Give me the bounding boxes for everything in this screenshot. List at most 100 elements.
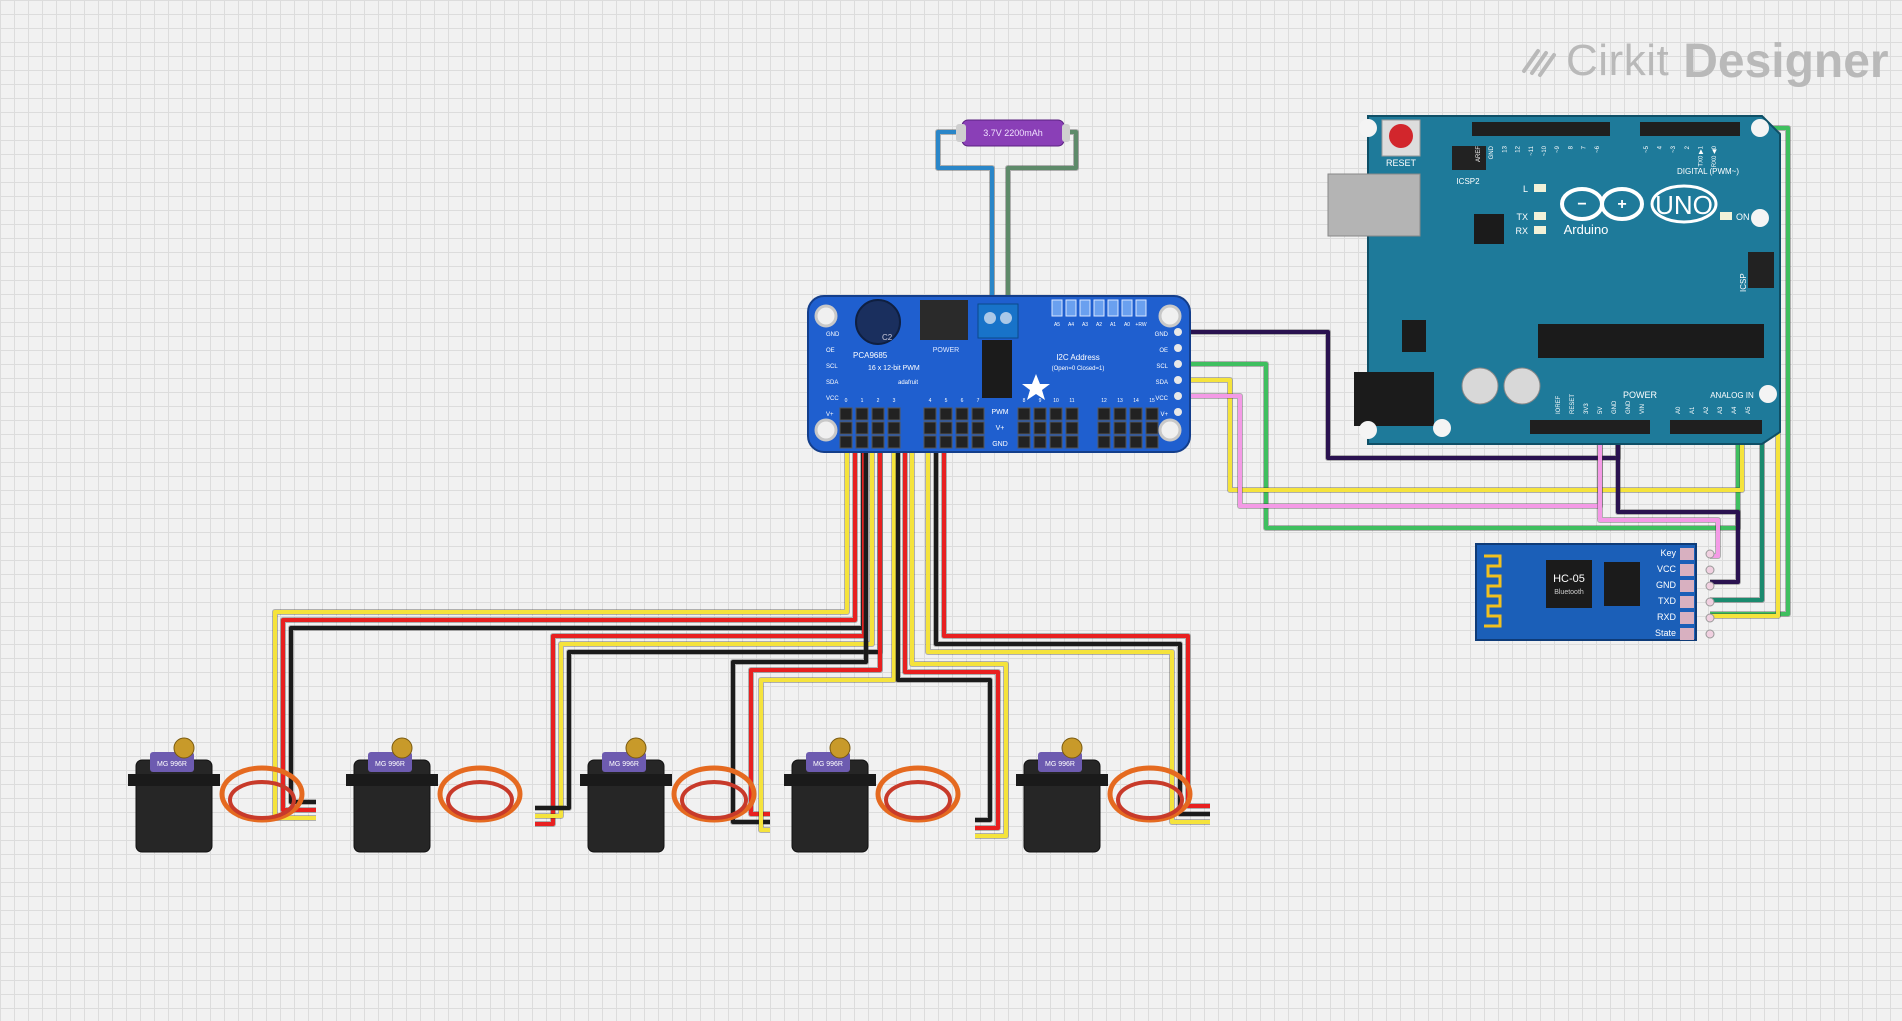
hc05-pin-TXD[interactable] [1680,596,1694,608]
header-pin-ch15-row2[interactable] [1145,435,1159,449]
hc05-pin-pad-VCC[interactable] [1705,565,1715,575]
header-pin-ch0-row2[interactable] [839,435,853,449]
right-pin-pad-0[interactable] [1174,328,1182,336]
digital-header-left[interactable] [1472,122,1610,136]
addr-jumper-A3[interactable] [1079,299,1091,317]
header-pin-ch8-row2[interactable] [1017,435,1031,449]
header-pin-ch11-row1[interactable] [1065,421,1079,435]
header-pin-ch13-row2[interactable] [1113,435,1127,449]
header-pin-ch5-row2[interactable] [939,435,953,449]
wire-scl-a5[interactable] [1178,362,1740,530]
header-pin-ch6-row1[interactable] [955,421,969,435]
right-pin-pad-4[interactable] [1174,392,1182,400]
wire-servo1-signal[interactable] [273,412,849,820]
servo-horn-gear[interactable] [173,737,195,759]
header-pin-ch0-row1[interactable] [839,421,853,435]
header-pin-ch9-row0[interactable] [1033,407,1047,421]
hc05-pin-pad-Key[interactable] [1705,549,1715,559]
header-pin-ch10-row1[interactable] [1049,421,1063,435]
header-pin-ch7-row1[interactable] [971,421,985,435]
hc05-pin-VCC[interactable] [1680,564,1694,576]
power-header[interactable] [1530,420,1650,434]
icsp2-header[interactable] [1452,146,1486,170]
hc05-pin-pad-TXD[interactable] [1705,597,1715,607]
header-pin-ch10-row2[interactable] [1049,435,1063,449]
right-pin-pad-3[interactable] [1174,376,1182,384]
header-pin-ch2-row0[interactable] [871,407,885,421]
power-terminal-block[interactable] [977,303,1019,339]
hc05-pin-pad-RXD[interactable] [1705,613,1715,623]
header-pin-ch3-row1[interactable] [887,421,901,435]
addr-jumper-+RW[interactable] [1135,299,1147,317]
header-pin-ch8-row0[interactable] [1017,407,1031,421]
header-pin-ch6-row2[interactable] [955,435,969,449]
hc05-pin-State[interactable] [1680,628,1694,640]
header-pin-ch7-row0[interactable] [971,407,985,421]
header-pin-ch5-row0[interactable] [939,407,953,421]
addr-jumper-A1[interactable] [1107,299,1119,317]
addr-jumper-A4[interactable] [1065,299,1077,317]
digital-header-right[interactable] [1640,122,1740,136]
wire-servo5-signal[interactable] [926,412,1210,824]
hc05-pin-RXD[interactable] [1680,612,1694,624]
right-pin-pad-5[interactable] [1174,408,1182,416]
servo-horn-gear[interactable] [1061,737,1083,759]
header-pin-ch2-row1[interactable] [871,421,885,435]
header-pin-ch15-row1[interactable] [1145,421,1159,435]
hc05-pin-pad-State[interactable] [1705,629,1715,639]
wire-battery-plus[interactable] [936,130,994,312]
header-pin-ch1-row2[interactable] [855,435,869,449]
wire-servo4-ground[interactable] [896,412,992,822]
servo-horn-gear[interactable] [625,737,647,759]
usb-b-port[interactable] [1327,173,1421,237]
header-pin-ch4-row0[interactable] [923,407,937,421]
wire-servo3-power[interactable] [749,412,882,816]
header-pin-ch12-row1[interactable] [1097,421,1111,435]
header-pin-ch12-row0[interactable] [1097,407,1111,421]
addr-jumper-A0[interactable] [1121,299,1133,317]
wire-sda-a4[interactable] [1178,378,1744,492]
header-pin-ch3-row2[interactable] [887,435,901,449]
header-pin-ch4-row1[interactable] [923,421,937,435]
addr-jumper-A5[interactable] [1051,299,1063,317]
header-pin-ch11-row2[interactable] [1065,435,1079,449]
header-pin-ch12-row2[interactable] [1097,435,1111,449]
wire-hc05-vcc[interactable] [1598,428,1720,558]
header-pin-ch8-row1[interactable] [1017,421,1031,435]
wire-servo4-signal[interactable] [910,412,1008,838]
wire-hc05-gnd[interactable] [1616,428,1740,584]
right-pin-pad-1[interactable] [1174,344,1182,352]
addr-jumper-A2[interactable] [1093,299,1105,317]
dc-barrel-jack[interactable] [1354,372,1434,426]
header-pin-ch9-row1[interactable] [1033,421,1047,435]
header-pin-ch14-row0[interactable] [1129,407,1143,421]
header-pin-ch13-row1[interactable] [1113,421,1127,435]
header-pin-ch13-row0[interactable] [1113,407,1127,421]
wire-servo2-signal[interactable] [535,412,874,818]
right-pin-pad-2[interactable] [1174,360,1182,368]
wire-servo5-power[interactable] [942,412,1210,808]
servo-horn-gear[interactable] [391,737,413,759]
header-pin-ch15-row0[interactable] [1145,407,1159,421]
wire-servo5-ground[interactable] [934,412,1210,816]
reset-button[interactable] [1389,124,1413,148]
header-pin-ch11-row0[interactable] [1065,407,1079,421]
header-pin-ch2-row2[interactable] [871,435,885,449]
header-pin-ch5-row1[interactable] [939,421,953,435]
header-pin-ch3-row0[interactable] [887,407,901,421]
header-pin-ch1-row1[interactable] [855,421,869,435]
hc05-pin-GND[interactable] [1680,580,1694,592]
wire-battery-minus[interactable] [1006,130,1078,312]
wire-servo4-power[interactable] [903,412,1000,830]
wire-servo3-ground[interactable] [731,412,868,824]
wire-servo3-signal[interactable] [759,412,896,832]
header-pin-ch14-row1[interactable] [1129,421,1143,435]
icsp-header[interactable] [1748,252,1774,288]
header-pin-ch14-row2[interactable] [1129,435,1143,449]
header-pin-ch10-row0[interactable] [1049,407,1063,421]
header-pin-ch4-row2[interactable] [923,435,937,449]
servo-horn-gear[interactable] [829,737,851,759]
header-pin-ch9-row2[interactable] [1033,435,1047,449]
header-pin-ch0-row0[interactable] [839,407,853,421]
wire-servo1-ground[interactable] [289,412,865,804]
